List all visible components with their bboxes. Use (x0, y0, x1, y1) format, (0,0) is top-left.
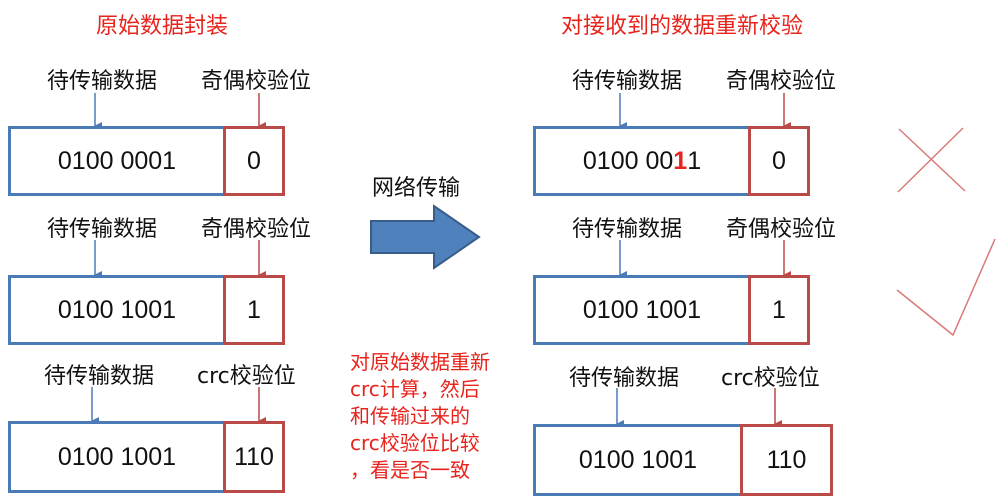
check-value: 0 (247, 146, 261, 175)
data-value: 0100 0011 (583, 147, 701, 176)
data-value-prefix: 0100 00 (582, 146, 674, 175)
check-box: 1 (223, 275, 285, 345)
data-label: 待传输数据 (44, 364, 155, 389)
data-box: 0100 1001 (8, 421, 226, 493)
data-value: 0100 0001 (57, 146, 177, 175)
data-value-suffix: 1 (687, 146, 702, 175)
check-box: 0 (748, 126, 810, 196)
check-label: 奇偶校验位 (726, 217, 837, 242)
check-value: 110 (234, 442, 274, 471)
check-value: 1 (772, 295, 786, 324)
data-value: 0100 1001 (578, 445, 698, 474)
data-box: 0100 1001 (533, 275, 751, 345)
check-label: crc校验位 (721, 366, 820, 391)
flipped-bit: 1 (673, 146, 688, 175)
check-label: 奇偶校验位 (726, 69, 837, 94)
right-arrow-icon (370, 204, 481, 270)
check-label: 奇偶校验位 (201, 217, 312, 242)
transfer-label: 网络传输 (372, 176, 461, 201)
check-value: 110 (766, 445, 807, 474)
check-mark-icon (896, 238, 996, 337)
data-box: 0100 0011 (533, 126, 751, 196)
check-value: 0 (772, 146, 786, 175)
data-label: 待传输数据 (47, 69, 158, 94)
data-label: 待传输数据 (572, 217, 683, 242)
data-box: 0100 1001 (533, 424, 743, 496)
data-label: 待传输数据 (572, 69, 683, 94)
data-label: 待传输数据 (47, 217, 158, 242)
data-box: 0100 1001 (8, 275, 226, 345)
data-value: 0100 1001 (582, 295, 702, 324)
check-box: 110 (223, 421, 285, 493)
left-title: 原始数据封装 (96, 14, 229, 39)
data-label: 待传输数据 (569, 366, 680, 391)
crc-note: 对原始数据重新 crc计算，然后 和传输过来的 crc校验位比较 ，看是否一致 (350, 350, 490, 482)
check-box: 110 (740, 424, 833, 496)
check-value: 1 (247, 295, 261, 324)
cross-mark-icon (897, 127, 966, 193)
data-value: 0100 1001 (57, 295, 177, 324)
data-box: 0100 0001 (8, 126, 226, 196)
check-box: 1 (748, 275, 810, 345)
data-value: 0100 1001 (57, 442, 177, 471)
check-label: crc校验位 (197, 364, 296, 389)
check-box: 0 (223, 126, 285, 196)
check-label: 奇偶校验位 (201, 69, 312, 94)
right-title: 对接收到的数据重新校验 (561, 14, 804, 39)
